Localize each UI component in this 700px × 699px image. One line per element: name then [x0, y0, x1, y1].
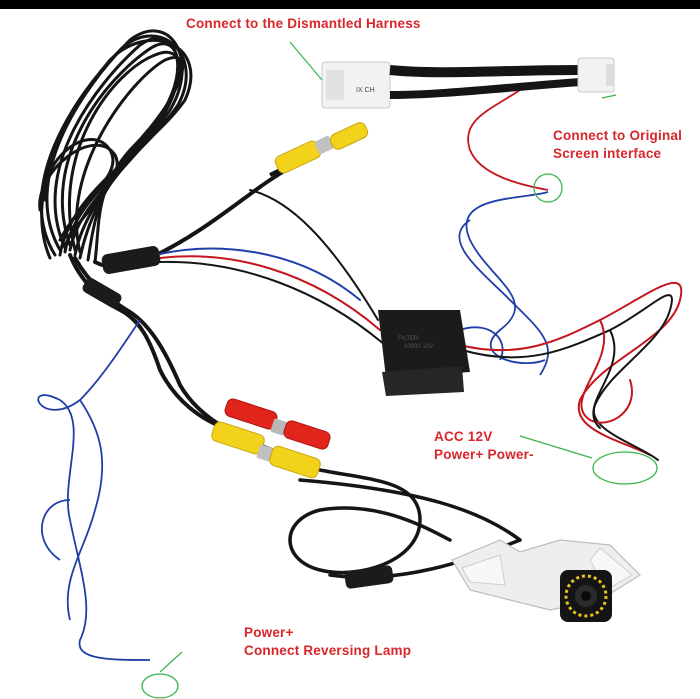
circle-reversing-lead [141, 673, 179, 699]
rca-yellow-top [269, 122, 369, 177]
cable-sleeve-left [101, 246, 161, 274]
cable-sleeve-lower [344, 565, 394, 589]
label-acc-line2: Power+ Power- [434, 447, 534, 462]
acc-power-wires [459, 281, 683, 461]
white-harness-connector: IX CH [321, 57, 615, 109]
red-lead-original-screen [467, 89, 549, 191]
label-original-screen-line2: Screen interface [553, 146, 662, 161]
cable-sleeve-middle [82, 277, 122, 309]
rca-red-lower [224, 398, 331, 450]
pointers [159, 41, 617, 673]
blue-wire-reversing-lamp [37, 319, 151, 661]
label-dismantled-harness: Connect to the Dismantled Harness [186, 16, 421, 31]
reversing-camera [560, 570, 612, 622]
circle-acc-leads [592, 451, 658, 485]
label-reversing-line2: Connect Reversing Lamp [244, 643, 412, 658]
harness-to-filter-wires [154, 189, 386, 346]
label-acc-line1: ACC 12V [434, 429, 493, 444]
connector-label: IX CH [356, 87, 375, 94]
filter-label-2: 10000 10V [404, 344, 433, 350]
circle-original-screen-lead [533, 173, 563, 203]
coiled-black-cable [38, 29, 193, 264]
label-reversing-line1: Power+ [244, 625, 294, 640]
label-original-screen-line1: Connect to Original [553, 128, 683, 143]
rca-yellow-lower [211, 421, 321, 479]
filter-box: FILTER- 10000 10V [378, 310, 470, 396]
filter-label-1: FILTER- [398, 336, 420, 342]
top-border [0, 0, 700, 9]
